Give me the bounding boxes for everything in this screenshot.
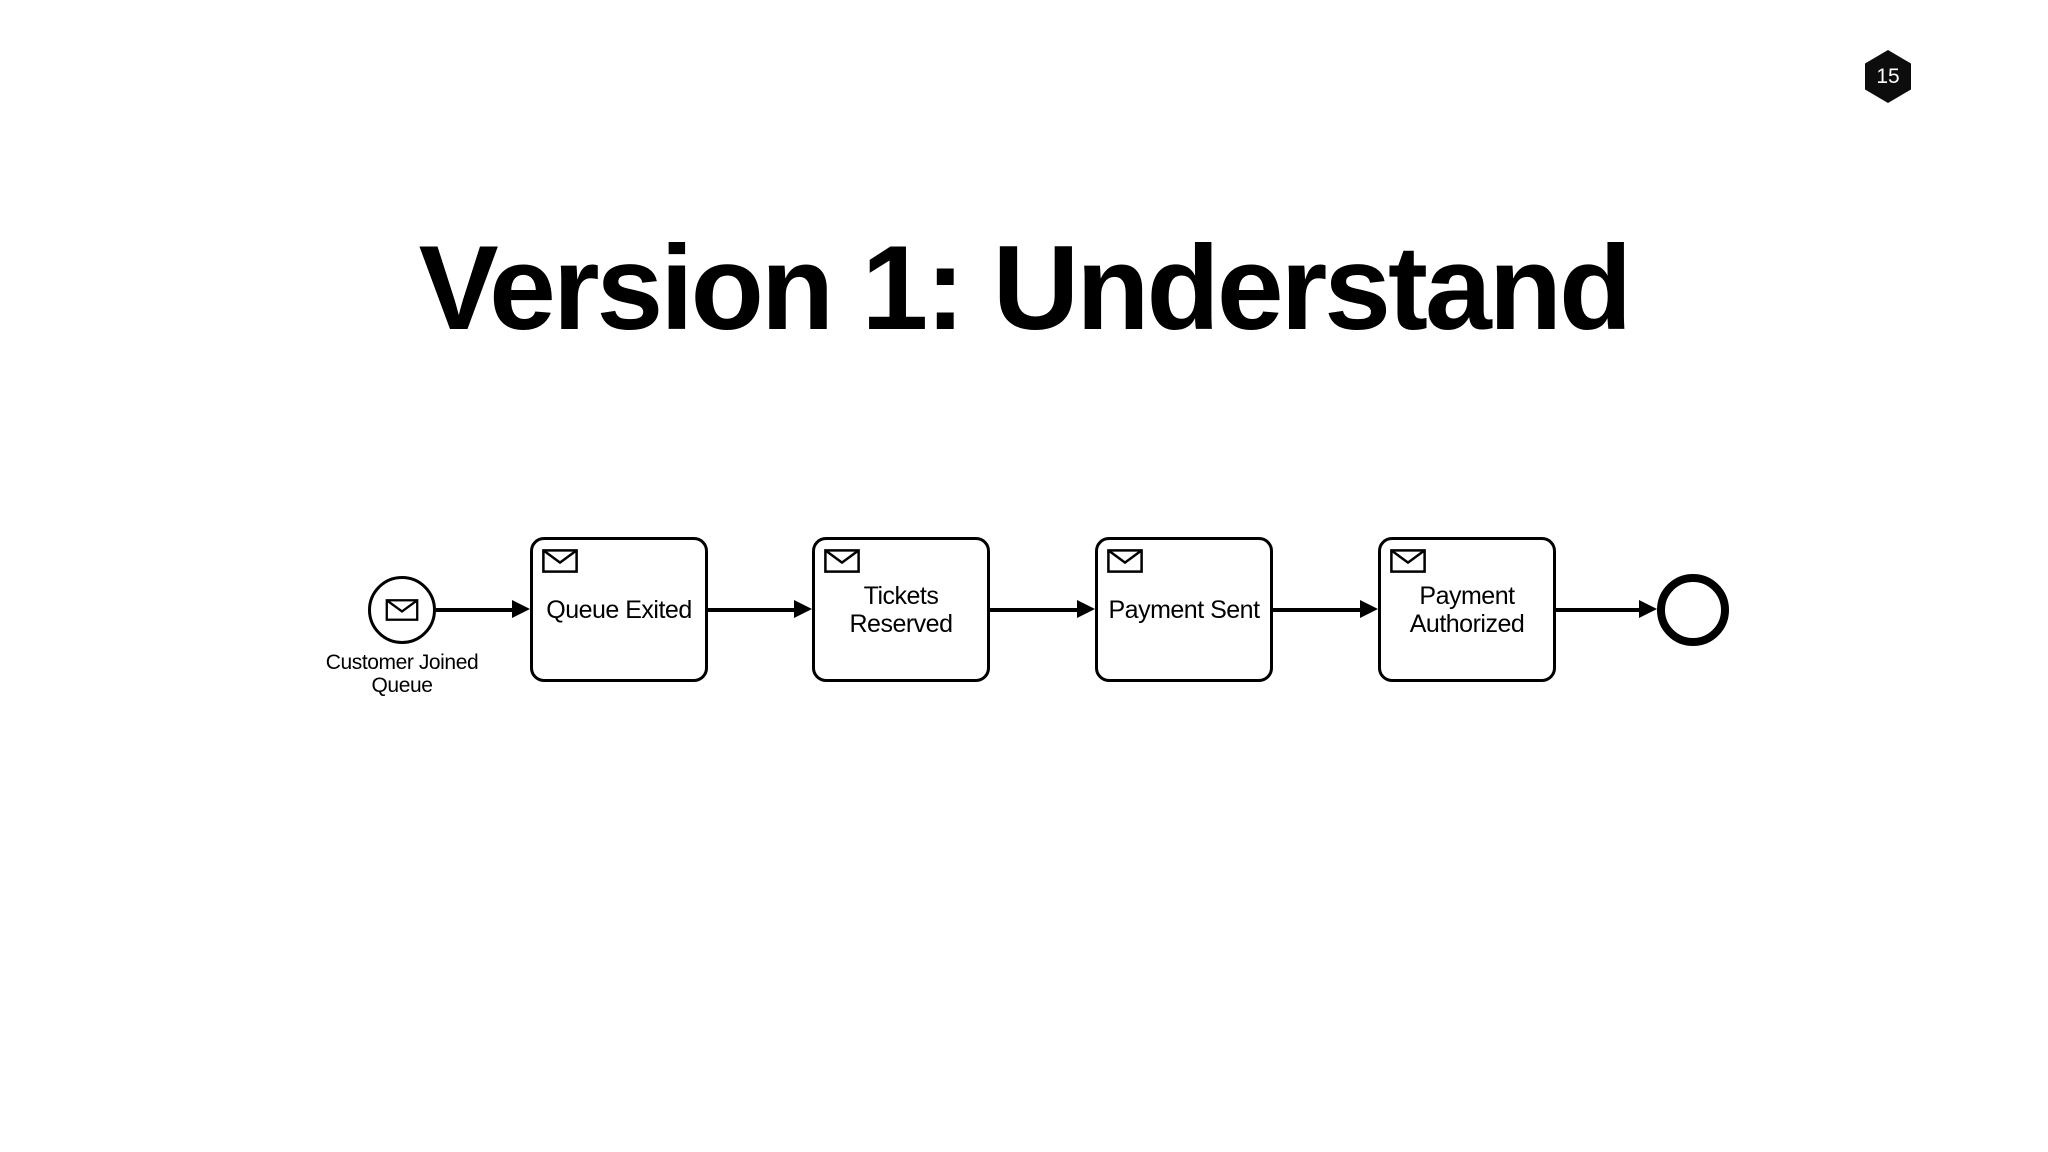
task-payment-sent: Payment Sent — [1095, 537, 1273, 682]
task-queue-exited: Queue Exited — [530, 537, 708, 682]
message-envelope-icon — [542, 549, 578, 573]
task-payment-authorized: Payment Authorized — [1378, 537, 1556, 682]
page-number-badge: 15 — [1865, 50, 1911, 103]
sequence-flow-arrowhead-icon — [794, 600, 812, 619]
task-label: Payment Sent — [1108, 595, 1260, 624]
page-number: 15 — [1876, 64, 1900, 88]
sequence-flow-arrowhead-icon — [1639, 600, 1657, 619]
sequence-flow-arrowhead-icon — [1360, 600, 1378, 619]
task-tickets-reserved: Tickets Reserved — [812, 537, 990, 682]
sequence-flow-line — [1556, 608, 1639, 612]
sequence-flow-arrowhead-icon — [512, 600, 530, 619]
message-envelope-icon — [1390, 549, 1426, 573]
sequence-flow-line — [990, 608, 1077, 612]
task-label: Tickets Reserved — [849, 581, 954, 638]
sequence-flow-line — [1273, 608, 1360, 612]
message-envelope-icon — [385, 599, 419, 621]
slide-title: Version 1: Understand — [418, 221, 1633, 355]
sequence-flow-line — [436, 608, 512, 612]
hexagon-icon — [1865, 50, 1911, 103]
message-envelope-icon — [824, 549, 860, 573]
sequence-flow-arrowhead-icon — [1077, 600, 1095, 619]
task-label: Payment Authorized — [1409, 581, 1525, 638]
task-label: Queue Exited — [546, 595, 692, 624]
sequence-flow-line — [708, 608, 794, 612]
start-event-label: Customer Joined Queue — [325, 651, 479, 697]
message-start-event — [368, 576, 436, 644]
end-event — [1657, 574, 1729, 646]
message-envelope-icon — [1107, 549, 1143, 573]
